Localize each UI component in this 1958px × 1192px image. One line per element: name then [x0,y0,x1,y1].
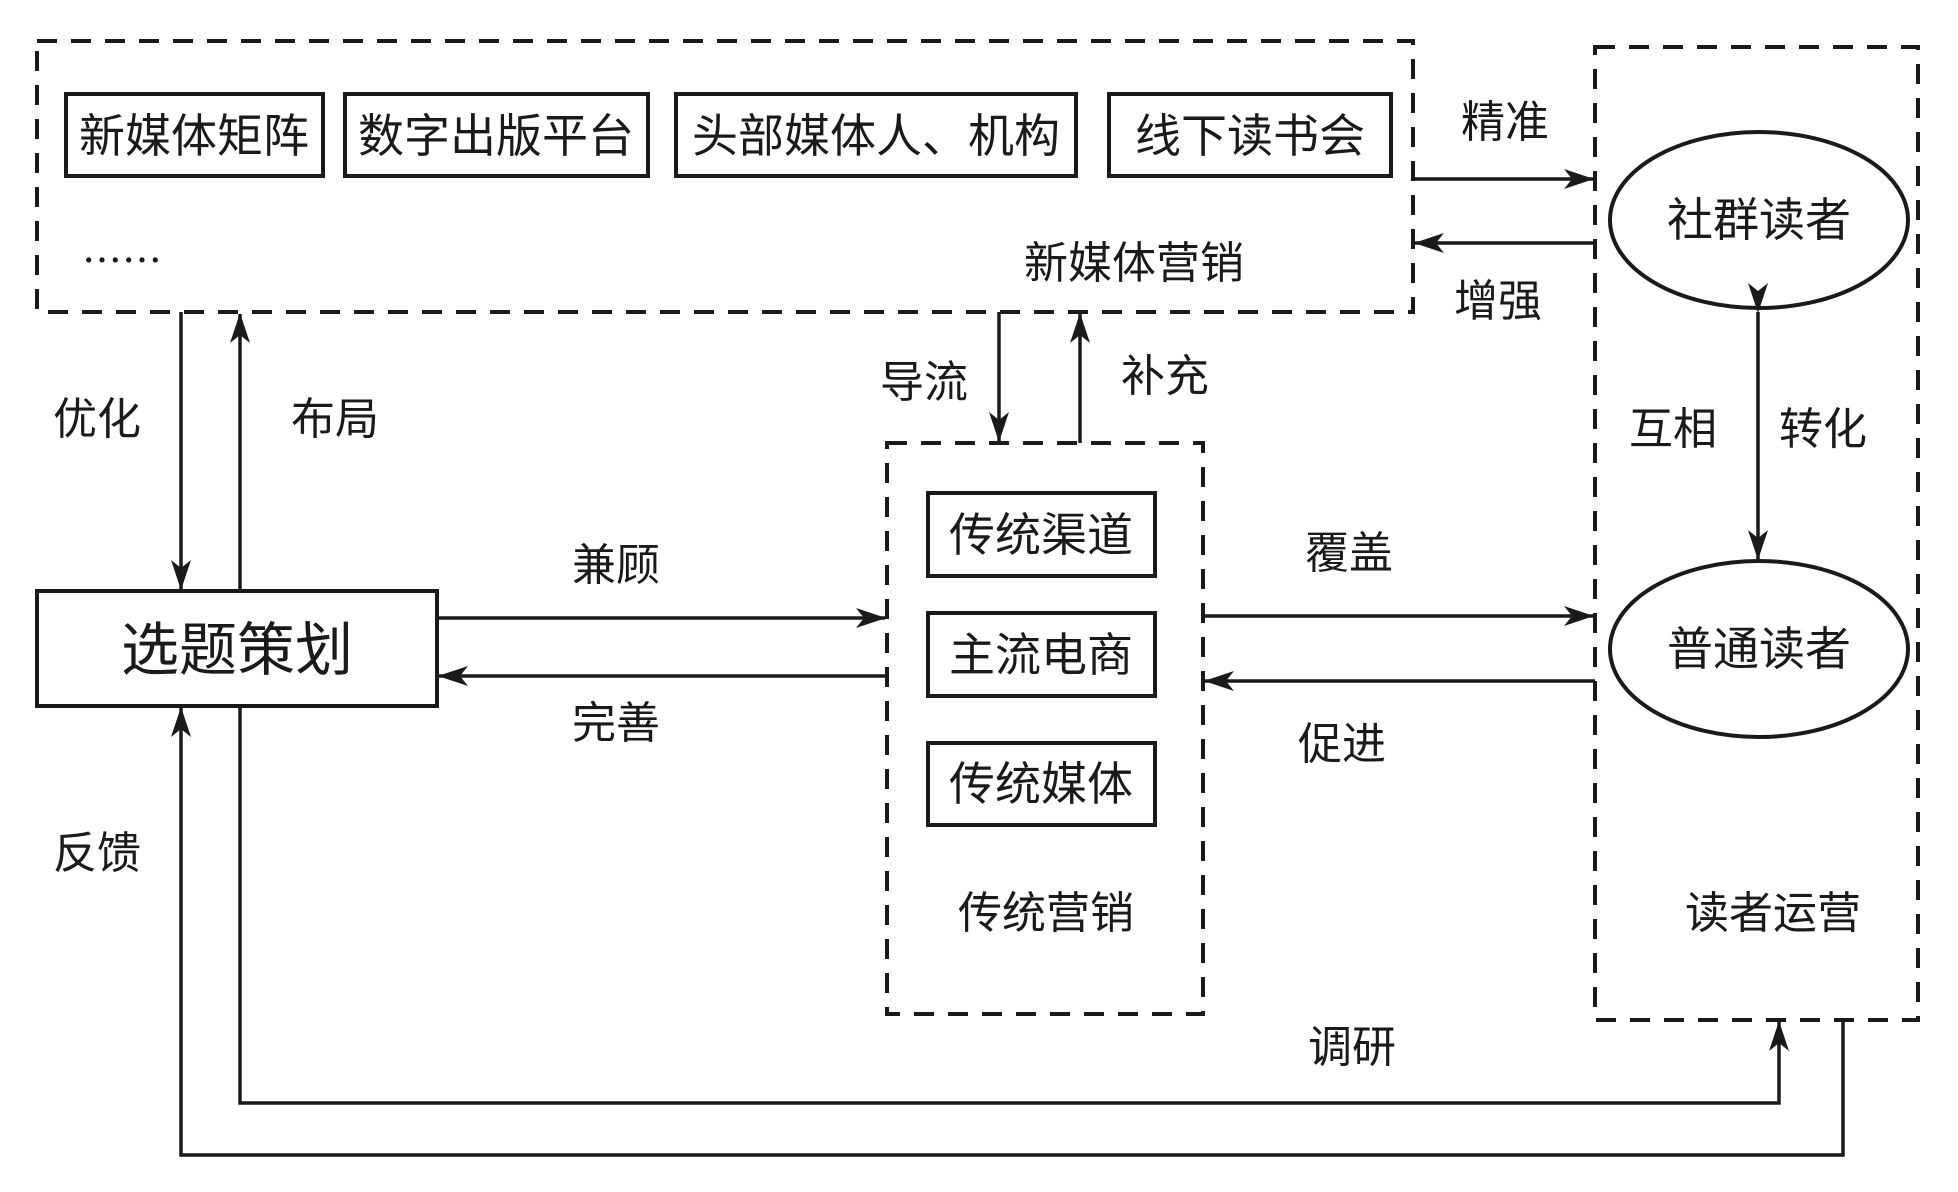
new-media-group-title: 新媒体营销 [1024,238,1244,289]
ellipsis-text: …… [82,226,162,272]
mutual-label: 互相 [1629,404,1717,455]
node-label: 普通读者 [1667,622,1851,676]
research-arrow [238,706,1789,1105]
new-media-item-offline-club: 线下读书会 [1107,92,1393,178]
traditional-group-title: 传统营销 [958,888,1134,939]
enhance-label: 增强 [1454,276,1542,327]
item-label: 线下读书会 [1135,109,1365,163]
new-media-group-border [35,39,1415,314]
item-label: 传统渠道 [949,508,1133,562]
item-label: 新媒体矩阵 [79,109,309,163]
new-media-item-digital-platform: 数字出版平台 [343,92,650,178]
topic-planning-label: 选题策划 [121,616,353,684]
balance-label: 兼顾 [572,540,660,591]
feedback-arrow [171,707,1845,1157]
new-media-item-matrix: 新媒体矩阵 [64,92,325,178]
new-media-item-top-media: 头部媒体人、机构 [674,92,1078,178]
convert-label: 转化 [1779,404,1867,455]
layout-label: 布局 [291,394,379,445]
research-label: 调研 [1308,1022,1396,1073]
promote-label: 促进 [1298,719,1386,770]
item-label: 主流电商 [949,628,1133,682]
feedback-label: 反馈 [53,828,141,879]
precise-label: 精准 [1461,97,1549,148]
traditional-item-channels: 传统渠道 [926,491,1157,578]
traditional-item-ecommerce: 主流电商 [926,611,1157,698]
guide-flow-label: 导流 [880,357,968,408]
traditional-item-media: 传统媒体 [926,741,1157,827]
supplement-label: 补充 [1121,351,1209,402]
new-media-marketing-group: 新媒体矩阵 数字出版平台 头部媒体人、机构 线下读书会 …… 新媒体营销 [35,39,1415,314]
general-readers-node: 普通读者 [1608,559,1910,739]
item-label: 传统媒体 [949,757,1133,811]
topic-planning-node: 选题策划 [35,589,439,708]
improve-label: 完善 [572,698,660,749]
traditional-marketing-group: 传统渠道 主流电商 传统媒体 传统营销 [885,441,1205,1016]
item-label: 数字出版平台 [358,109,634,163]
reader-ops-group: 社群读者 普通读者 读者运营 [1593,45,1920,1022]
node-label: 社群读者 [1667,193,1851,247]
optimize-label: 优化 [53,394,141,445]
item-label: 头部媒体人、机构 [692,109,1060,163]
reader-ops-group-title: 读者运营 [1685,888,1861,939]
cover-label: 覆盖 [1305,528,1393,579]
community-readers-node: 社群读者 [1608,130,1910,310]
